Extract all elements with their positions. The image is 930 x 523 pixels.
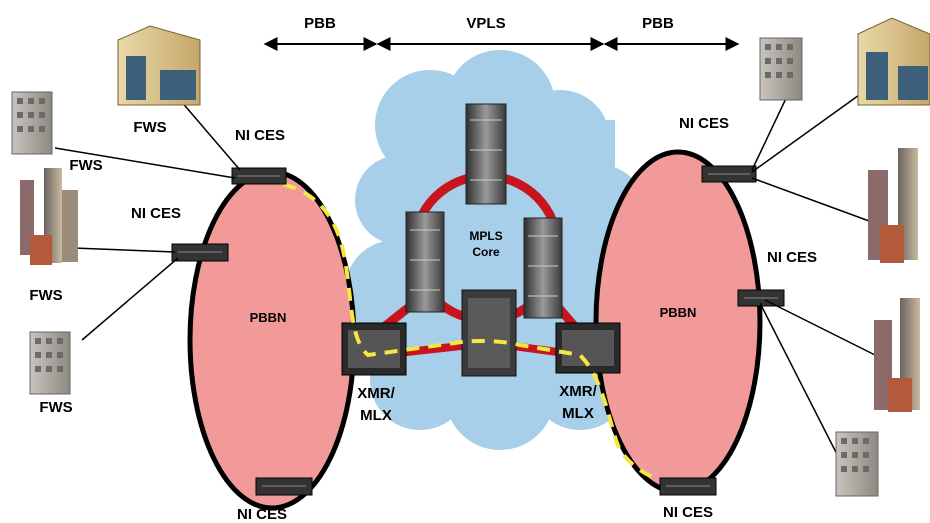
building-office-right-b bbox=[836, 432, 878, 496]
core-router-top bbox=[466, 104, 506, 204]
label-pbb-right: PBB bbox=[642, 15, 674, 32]
nices-switch-left-bottom bbox=[256, 478, 312, 495]
nices-label-left-top: NI CES bbox=[235, 127, 285, 144]
building-office-right-a bbox=[760, 38, 802, 100]
building-office-left-b bbox=[30, 332, 70, 394]
nices-switch-left-mid bbox=[172, 244, 228, 261]
building-hq-left bbox=[118, 26, 200, 105]
xmr-label-left-1: XMR/ bbox=[357, 385, 395, 402]
building-hq-right bbox=[858, 18, 930, 105]
nices-label-right-mid: NI CES bbox=[767, 249, 817, 266]
xmr-label-left-2: MLX bbox=[360, 407, 392, 424]
nices-switch-right-bottom bbox=[660, 478, 716, 495]
nices-switch-left-top bbox=[232, 168, 286, 184]
xmr-label-right-2: MLX bbox=[562, 405, 594, 422]
building-towers-right-a bbox=[868, 148, 918, 263]
nices-switch-right-top bbox=[702, 166, 756, 182]
core-router-right bbox=[524, 218, 562, 318]
nices-label-left-bottom: NI CES bbox=[237, 506, 287, 523]
label-pbb-left: PBB bbox=[304, 15, 336, 32]
xmr-label-right-1: XMR/ bbox=[559, 383, 597, 400]
fws-label-a: FWS bbox=[133, 119, 166, 136]
xmr-router-left bbox=[342, 323, 406, 375]
core-label-line2: Core bbox=[472, 245, 500, 259]
pbbn-label-right: PBBN bbox=[660, 305, 697, 320]
nices-label-right-top: NI CES bbox=[679, 115, 729, 132]
core-router-left bbox=[406, 212, 444, 312]
pbbn-label-left: PBBN bbox=[250, 310, 287, 325]
nices-label-left-mid: NI CES bbox=[131, 205, 181, 222]
core-label-line1: MPLS bbox=[469, 229, 502, 243]
fws-label-d: FWS bbox=[39, 399, 72, 416]
fws-label-c: FWS bbox=[29, 287, 62, 304]
core-router-bottom bbox=[462, 290, 516, 376]
building-towers-right-b bbox=[874, 298, 920, 412]
building-towers-left bbox=[20, 168, 78, 265]
nices-label-right-bottom: NI CES bbox=[663, 504, 713, 521]
pbbn-ring-right bbox=[596, 152, 760, 492]
pbbn-ring-left bbox=[190, 172, 354, 508]
label-vpls: VPLS bbox=[466, 15, 505, 32]
fws-label-b: FWS bbox=[69, 157, 102, 174]
building-office-left-a bbox=[12, 92, 52, 154]
